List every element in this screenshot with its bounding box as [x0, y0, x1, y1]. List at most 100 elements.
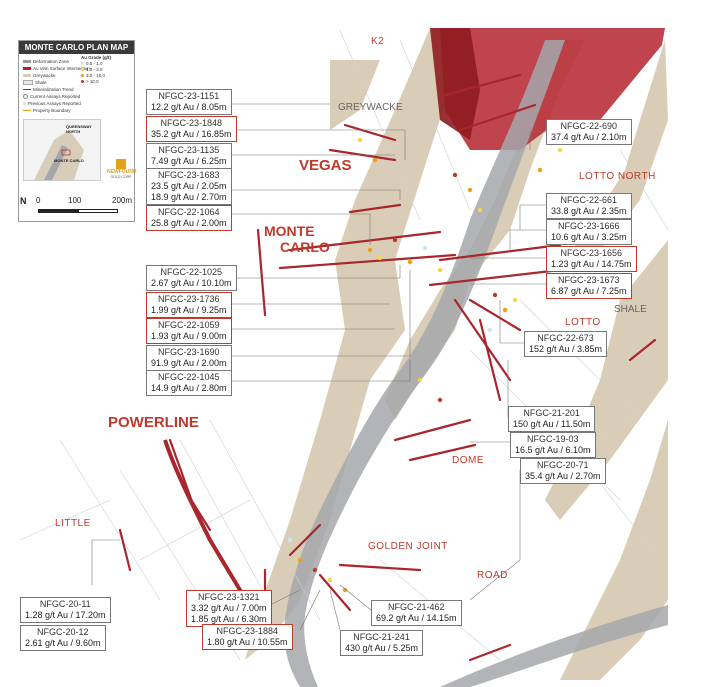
hole-id: NFGC-23-1321 [198, 592, 260, 602]
zone-label-dome: DOME [452, 455, 484, 466]
hole-id: NFGC-23-1683 [158, 170, 220, 180]
grade-label: > 10.0 [86, 79, 99, 84]
hole-id: NFGC-22-690 [560, 121, 618, 131]
assay-points [287, 137, 563, 593]
legend-item-label: Previous Assays Reported [28, 101, 81, 106]
assay-value: 10.6 g/t Au / 3.25m [551, 232, 627, 242]
hole-id: NFGC-22-1025 [160, 267, 223, 277]
grade-title: Au Grade (g/t) [81, 55, 111, 60]
swatch-icon [23, 80, 33, 86]
hole-id: NFGC-20-11 [39, 599, 91, 609]
assay-value: 2.61 g/t Au / 9.60m [25, 638, 101, 648]
scale-end: 200m [112, 196, 133, 205]
assay-value: 18.9 g/t Au / 2.70m [151, 192, 227, 202]
legend-item-label: Property Boundary [33, 108, 71, 113]
hole-id: NFGC-23-1673 [558, 275, 620, 285]
scale-mid: 100 [68, 196, 82, 205]
legend-item: Previous Assays Reported [23, 101, 81, 106]
assay-value: 1.93 g/t Au / 9.00m [151, 331, 227, 341]
hole-id: NFGC-21-241 [353, 632, 410, 642]
scale-bar: N 0 100 200m [20, 196, 160, 220]
dot-icon [81, 80, 84, 84]
assay-value: 35.4 g/t Au / 2.70m [525, 471, 601, 481]
assay-value: 1.99 g/t Au / 9.25m [151, 305, 227, 315]
hole-id: NFGC-23-1666 [558, 221, 620, 231]
zone-label-road: ROAD [477, 570, 508, 581]
assay-value: 23.5 g/t Au / 2.05m [151, 181, 227, 191]
k2-zone-dark [430, 28, 480, 140]
grade-label: 0.5 - 1.0 [86, 61, 103, 66]
k2-zone [440, 28, 665, 150]
assay-value: 1.85 g/t Au / 6.30m [191, 614, 267, 624]
dot-icon [23, 102, 26, 106]
legend-item: Au Vein Surface Intersection [23, 66, 90, 71]
grade-label: 1.0 - 3.0 [86, 67, 103, 72]
assay-value: 7.49 g/t Au / 6.25m [151, 156, 227, 166]
assay-value: 150 g/t Au / 11.50m [513, 419, 591, 429]
legend-item: Current Assays Reported [23, 94, 81, 100]
assay-value: 152 g/t Au / 3.85m [529, 344, 603, 354]
swatch-icon [23, 60, 31, 64]
hole-id: NFGC-21-201 [523, 408, 580, 418]
swatch-icon [23, 67, 31, 71]
grade-label: 3.0 - 10.0 [86, 73, 106, 78]
logo-subtext: GOLD CORP [110, 175, 132, 179]
dot-icon [81, 62, 84, 66]
hole-id: NFGC-23-1736 [158, 294, 220, 304]
assay-value: 91.9 g/t Au / 2.00m [151, 358, 227, 368]
hole-id: NFGC-23-1884 [216, 626, 279, 636]
legend-item-label: Mineralization Trend [33, 87, 74, 92]
zone-label-golden-joint: GOLDEN JOINT [368, 541, 448, 552]
legend-item-label: Current Assays Reported [30, 94, 81, 99]
scale-segment [38, 209, 78, 213]
leader-lines [91, 103, 546, 631]
hole-id: NFGC-20-71 [537, 460, 589, 470]
zone-label-k2: K2 [371, 36, 385, 47]
assay-value: 69.2 g/t Au / 14.15m [376, 613, 457, 623]
assay-value: 16.5 g/t Au / 6.10m [515, 445, 591, 455]
assay-value: 14.9 g/t Au / 2.80m [151, 383, 227, 393]
hole-id: NFGC-22-673 [537, 333, 594, 343]
hole-id: NFGC-20-12 [37, 627, 89, 637]
hole-id: NFGC-19-03 [527, 434, 579, 444]
hole-id: NFGC-22-1059 [158, 320, 220, 330]
swatch-icon [23, 110, 31, 112]
hole-id: NFGC-23-1135 [158, 145, 220, 155]
legend-item-label: Greywacke [33, 73, 56, 78]
assay-value: 33.8 g/t Au / 2.35m [551, 206, 627, 216]
hole-id: NFGC-21-462 [388, 602, 445, 612]
zone-label-shale: SHALE [614, 304, 647, 315]
hole-id: NFGC-23-1690 [158, 347, 220, 357]
deformation-zone [284, 40, 565, 687]
hole-id: NFGC-23-1151 [158, 91, 220, 101]
assay-value: 430 g/t Au / 5.25m [345, 643, 419, 653]
legend-item: Mineralization Trend [23, 87, 74, 92]
hole-id: NFGC-22-661 [560, 195, 618, 205]
grade-item: 0.5 - 1.0 [81, 61, 111, 66]
grade-item: > 10.0 [81, 79, 111, 84]
scale-segment [78, 209, 118, 213]
assay-value: 35.2 g/t Au / 16.85m [151, 129, 232, 139]
hole-id: NFGC-23-1848 [160, 118, 223, 128]
hole-id: NFGC-22-1045 [158, 372, 220, 382]
assay-value: 3.32 g/t Au / 7.00m [191, 603, 267, 613]
